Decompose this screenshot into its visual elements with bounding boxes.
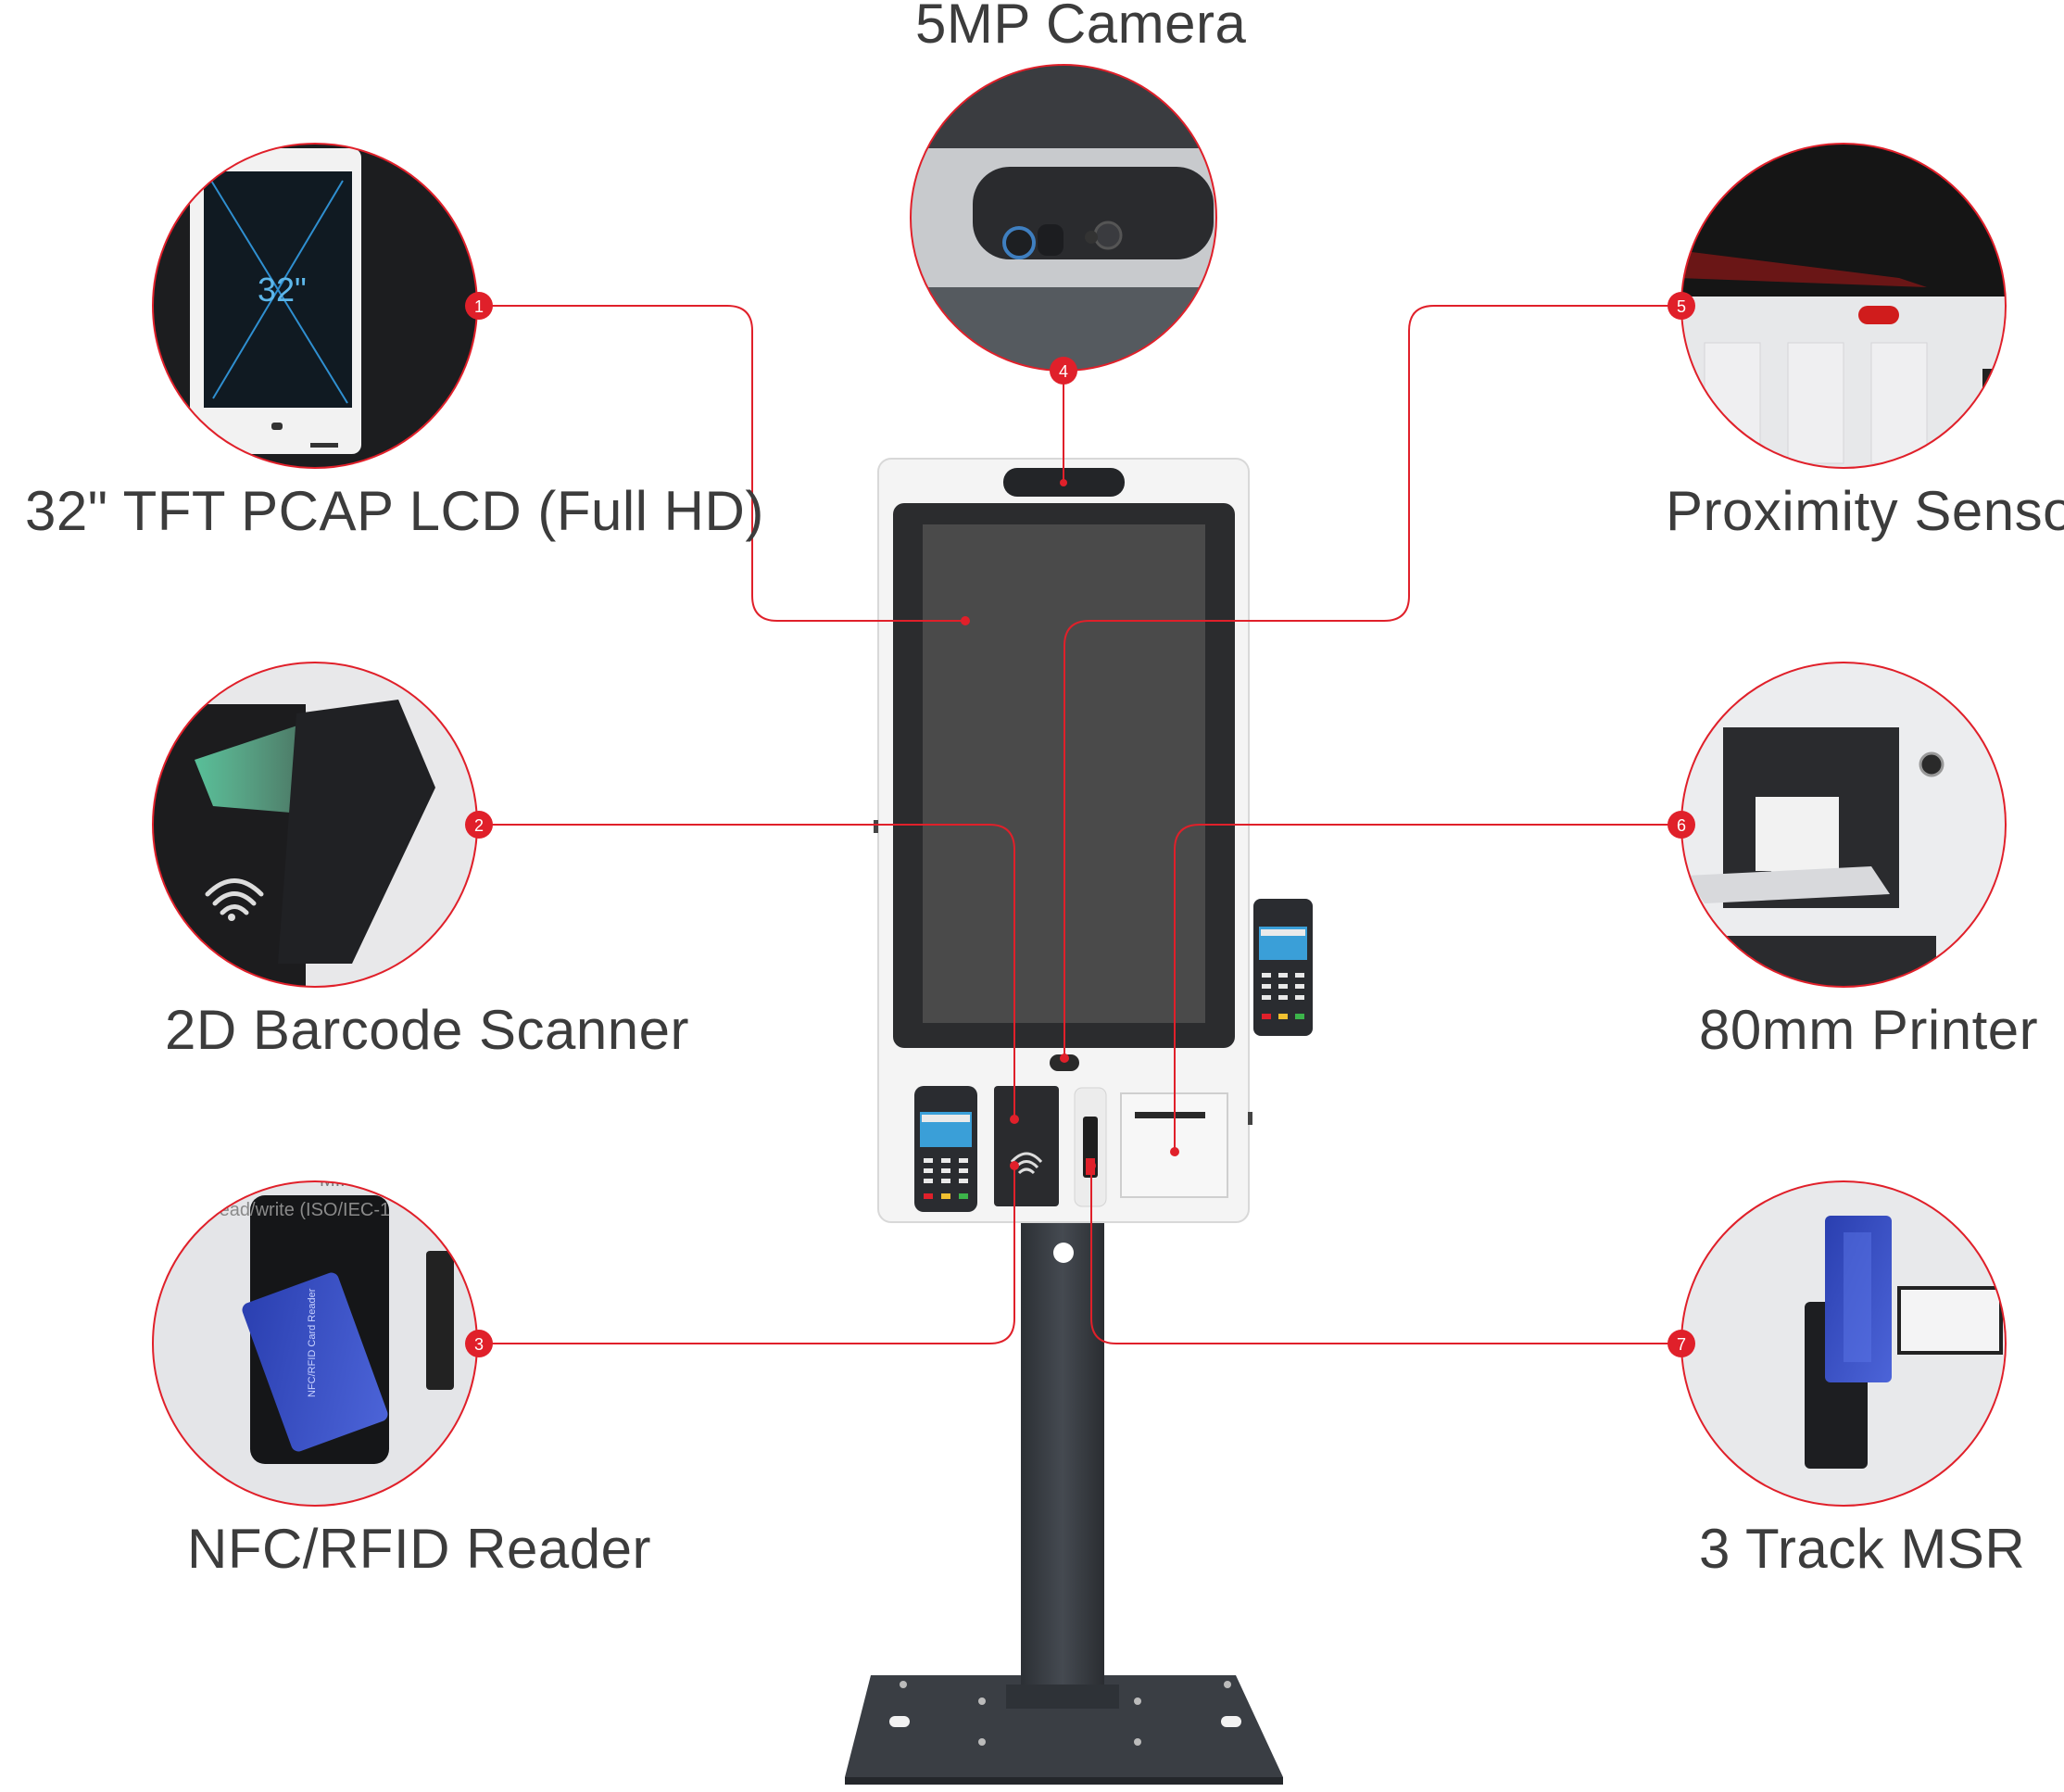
feature-circle-5 [1680,143,2007,469]
inset-nfc-top-line: MIFARE [320,1170,388,1191]
kiosk-base-plate [845,1675,1283,1777]
leader-line-1 [477,305,965,622]
leader-line-2 [477,824,1015,1119]
feature-circle-7 [1680,1180,2007,1507]
svg-text:7: 7 [1677,1335,1686,1354]
feature-circle-4 [910,64,1217,372]
kiosk-illustration [845,458,1313,1785]
svg-text:6: 6 [1677,816,1686,835]
marker-3: 3 [465,1330,493,1357]
marker-4: 4 [1050,357,1077,385]
label-camera: 5MP Camera [915,0,1247,55]
label-barcode-scanner: 2D Barcode Scanner [165,999,689,1061]
marker-2: 2 [465,811,493,839]
leader-line-3 [477,1166,1015,1344]
leader-line-7 [1090,1166,1681,1344]
leader-line-5 [1063,305,1681,1058]
inset-card-text: NFC/RFID Card Reader [307,1288,318,1397]
svg-text:5: 5 [1677,297,1686,316]
feature-circle-6 [1680,662,2007,988]
inset-nfc-second-line: read/write (ISO/IEC-1 [213,1200,390,1220]
label-msr: 3 Track MSR [1699,1518,2026,1580]
marker-5: 5 [1668,292,1695,320]
feature-circle-1: 32" [152,143,478,469]
label-lcd: 32" TFT PCAP LCD (Full HD) [25,480,764,542]
marker-1: 1 [465,292,493,320]
number-markers: 1 2 3 4 5 6 7 [465,292,1695,1357]
label-proximity-sensor: Proximity Sensor [1666,480,2064,542]
label-nfc-reader: NFC/RFID Reader [187,1518,651,1580]
leader-lines [477,305,1681,1344]
svg-text:2: 2 [474,816,484,835]
side-payment-terminal [1253,899,1313,1036]
svg-text:3: 3 [474,1335,484,1354]
feature-circle-3: MIFARE read/write (ISO/IEC-1 NFC/RFID Ca… [152,1170,478,1507]
marker-7: 7 [1668,1330,1695,1357]
label-printer: 80mm Printer [1699,999,2039,1061]
payment-terminal [914,1086,977,1212]
nfc-reader-panel [994,1086,1059,1206]
leader-line-6 [1174,824,1681,1152]
feature-circle-2 [152,662,478,988]
svg-text:1: 1 [474,297,484,316]
svg-text:4: 4 [1059,362,1068,381]
inset-screen-size: 32" [258,271,307,309]
leader-endpoints [961,616,1179,1170]
marker-6: 6 [1668,811,1695,839]
